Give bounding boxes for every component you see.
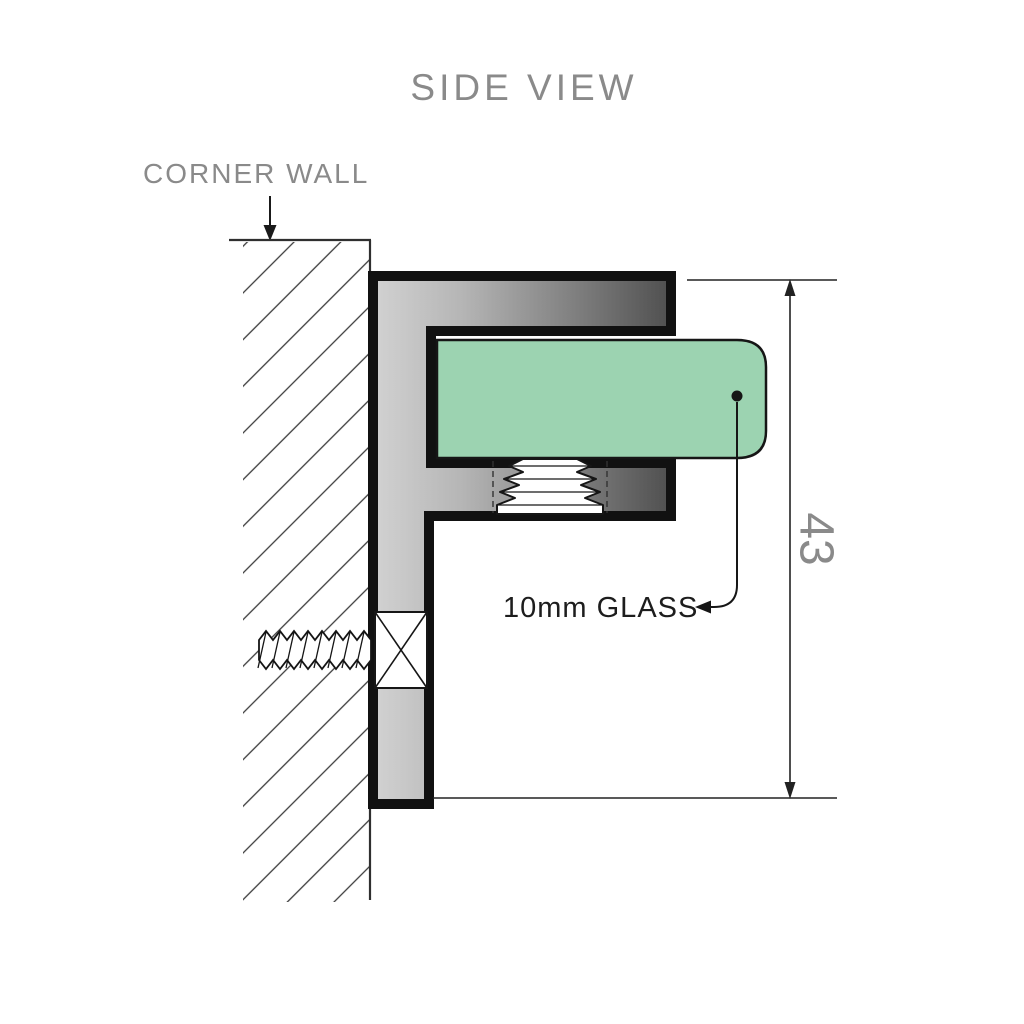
dimension-line [784,279,796,799]
glass-panel [435,338,768,460]
dimension-label: 43 [790,512,843,565]
wall-screw [257,629,372,671]
wall-hatching [243,242,369,902]
bracket-profile [368,271,676,809]
diagram-title: SIDE VIEW [410,67,637,108]
glass-leader-line [695,402,738,614]
corner-wall-pointer-arrow [263,196,277,241]
screw-head [374,611,428,689]
grub-screw [492,458,608,515]
glass-label: 10mm GLASS [503,592,698,624]
glass-anchor-dot [731,390,743,402]
corner-wall-label: CORNER WALL [143,158,369,189]
